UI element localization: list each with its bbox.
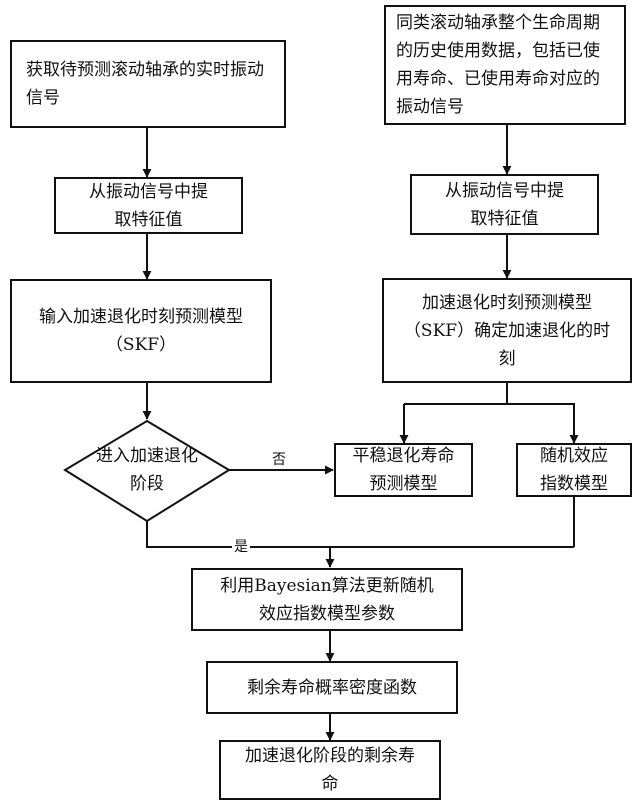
realtime-signal-box: 获取待预测滚动轴承的实时振动信号 — [10, 40, 286, 128]
decision-label: 进入加速退化阶段 — [90, 440, 204, 500]
edge-label-yes: 是 — [232, 539, 250, 555]
edge-label-no: 否 — [272, 452, 286, 468]
extract-features-right-box: 从振动信号中提取特征值 — [410, 174, 599, 235]
rul-pdf-box: 剩余寿命概率密度函数 — [206, 661, 458, 714]
arrow-skf-split — [404, 383, 507, 404]
bayesian-update-box: 利用Bayesian算法更新随机效应指数模型参数 — [191, 568, 463, 631]
arrow-split-to-random — [507, 404, 574, 443]
extract-features-left-box: 从振动信号中提取特征值 — [54, 177, 243, 234]
arrow-decision-yes — [147, 521, 574, 547]
history-data-box: 同类滚动轴承整个生命周期的历史使用数据，包括已使用寿命、已使用寿命对应的振动信号 — [384, 5, 626, 125]
random-effect-model-box: 随机效应指数模型 — [516, 443, 632, 497]
remaining-life-box: 加速退化阶段的剩余寿命 — [219, 740, 441, 800]
skf-determine-box: 加速退化时刻预测模型（SKF）确定加速退化的时刻 — [382, 278, 632, 383]
input-skf-box: 输入加速退化时刻预测模型（SKF） — [10, 279, 272, 383]
stable-degradation-model-box: 平稳退化寿命预测模型 — [334, 443, 473, 497]
